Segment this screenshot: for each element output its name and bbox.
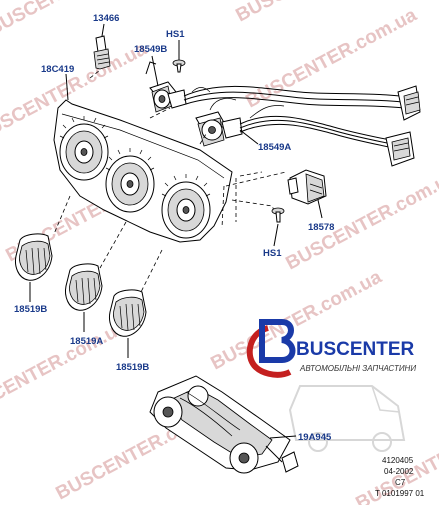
reference-line-4: T 0101997 01 <box>375 489 425 498</box>
label-screw-bottom: HS1 <box>263 248 282 259</box>
connector-upper-part <box>397 85 421 121</box>
cable-assembly-part <box>149 375 299 474</box>
bulb-part <box>93 23 111 70</box>
connector-lower-part <box>385 131 415 167</box>
label-knob-left: 18519B <box>14 304 47 315</box>
logo-tagline: АВТОМОБІЛЬНІ ЗАПЧАСТИНИ <box>299 364 416 373</box>
logo-name: BUSCENTER <box>296 339 415 360</box>
label-bulb: 13466 <box>93 13 119 24</box>
switch-part <box>287 169 327 219</box>
label-knob-right: 18519B <box>116 362 149 373</box>
part-labels: 13466 HS1 18549B 18C419 18549A 18578 HS1… <box>14 13 334 443</box>
label-switch: 18578 <box>308 222 334 233</box>
knob-right-part <box>109 289 147 358</box>
watermark-4: BUSCENTER.com.ua <box>242 4 420 112</box>
reference-line-1: 4120405 <box>382 456 414 465</box>
label-socket-bottom: 18549A <box>258 142 291 153</box>
socket-top-part <box>145 55 187 113</box>
label-socket-top: 18549B <box>134 44 167 55</box>
wire-harness-part <box>183 85 405 149</box>
knob-left-part <box>15 233 53 302</box>
watermark-7: BUSCENTER.com.ua <box>0 316 131 424</box>
knob-middle-part <box>65 263 103 332</box>
screw-top-part <box>172 40 186 73</box>
watermark-1: BUSCENTER <box>0 0 99 40</box>
assembly-guide-lines <box>53 69 287 295</box>
label-panel: 18C419 <box>41 64 74 75</box>
screw-bottom-part <box>271 207 285 247</box>
label-knob-middle: 18519A <box>70 336 103 347</box>
label-cable-assembly: 19A945 <box>298 432 332 443</box>
reference-block: 4120405 04-2002 C7 T 0101997 01 <box>375 456 425 498</box>
buscenter-logo: BUSCENTER АВТОМОБІЛЬНІ ЗАПЧАСТИНИ <box>246 319 416 452</box>
label-screw-top: HS1 <box>166 29 185 40</box>
control-panel-part <box>53 73 233 243</box>
reference-line-3: C7 <box>395 478 406 487</box>
reference-line-2: 04-2002 <box>384 467 414 476</box>
socket-bottom-part <box>195 111 259 147</box>
